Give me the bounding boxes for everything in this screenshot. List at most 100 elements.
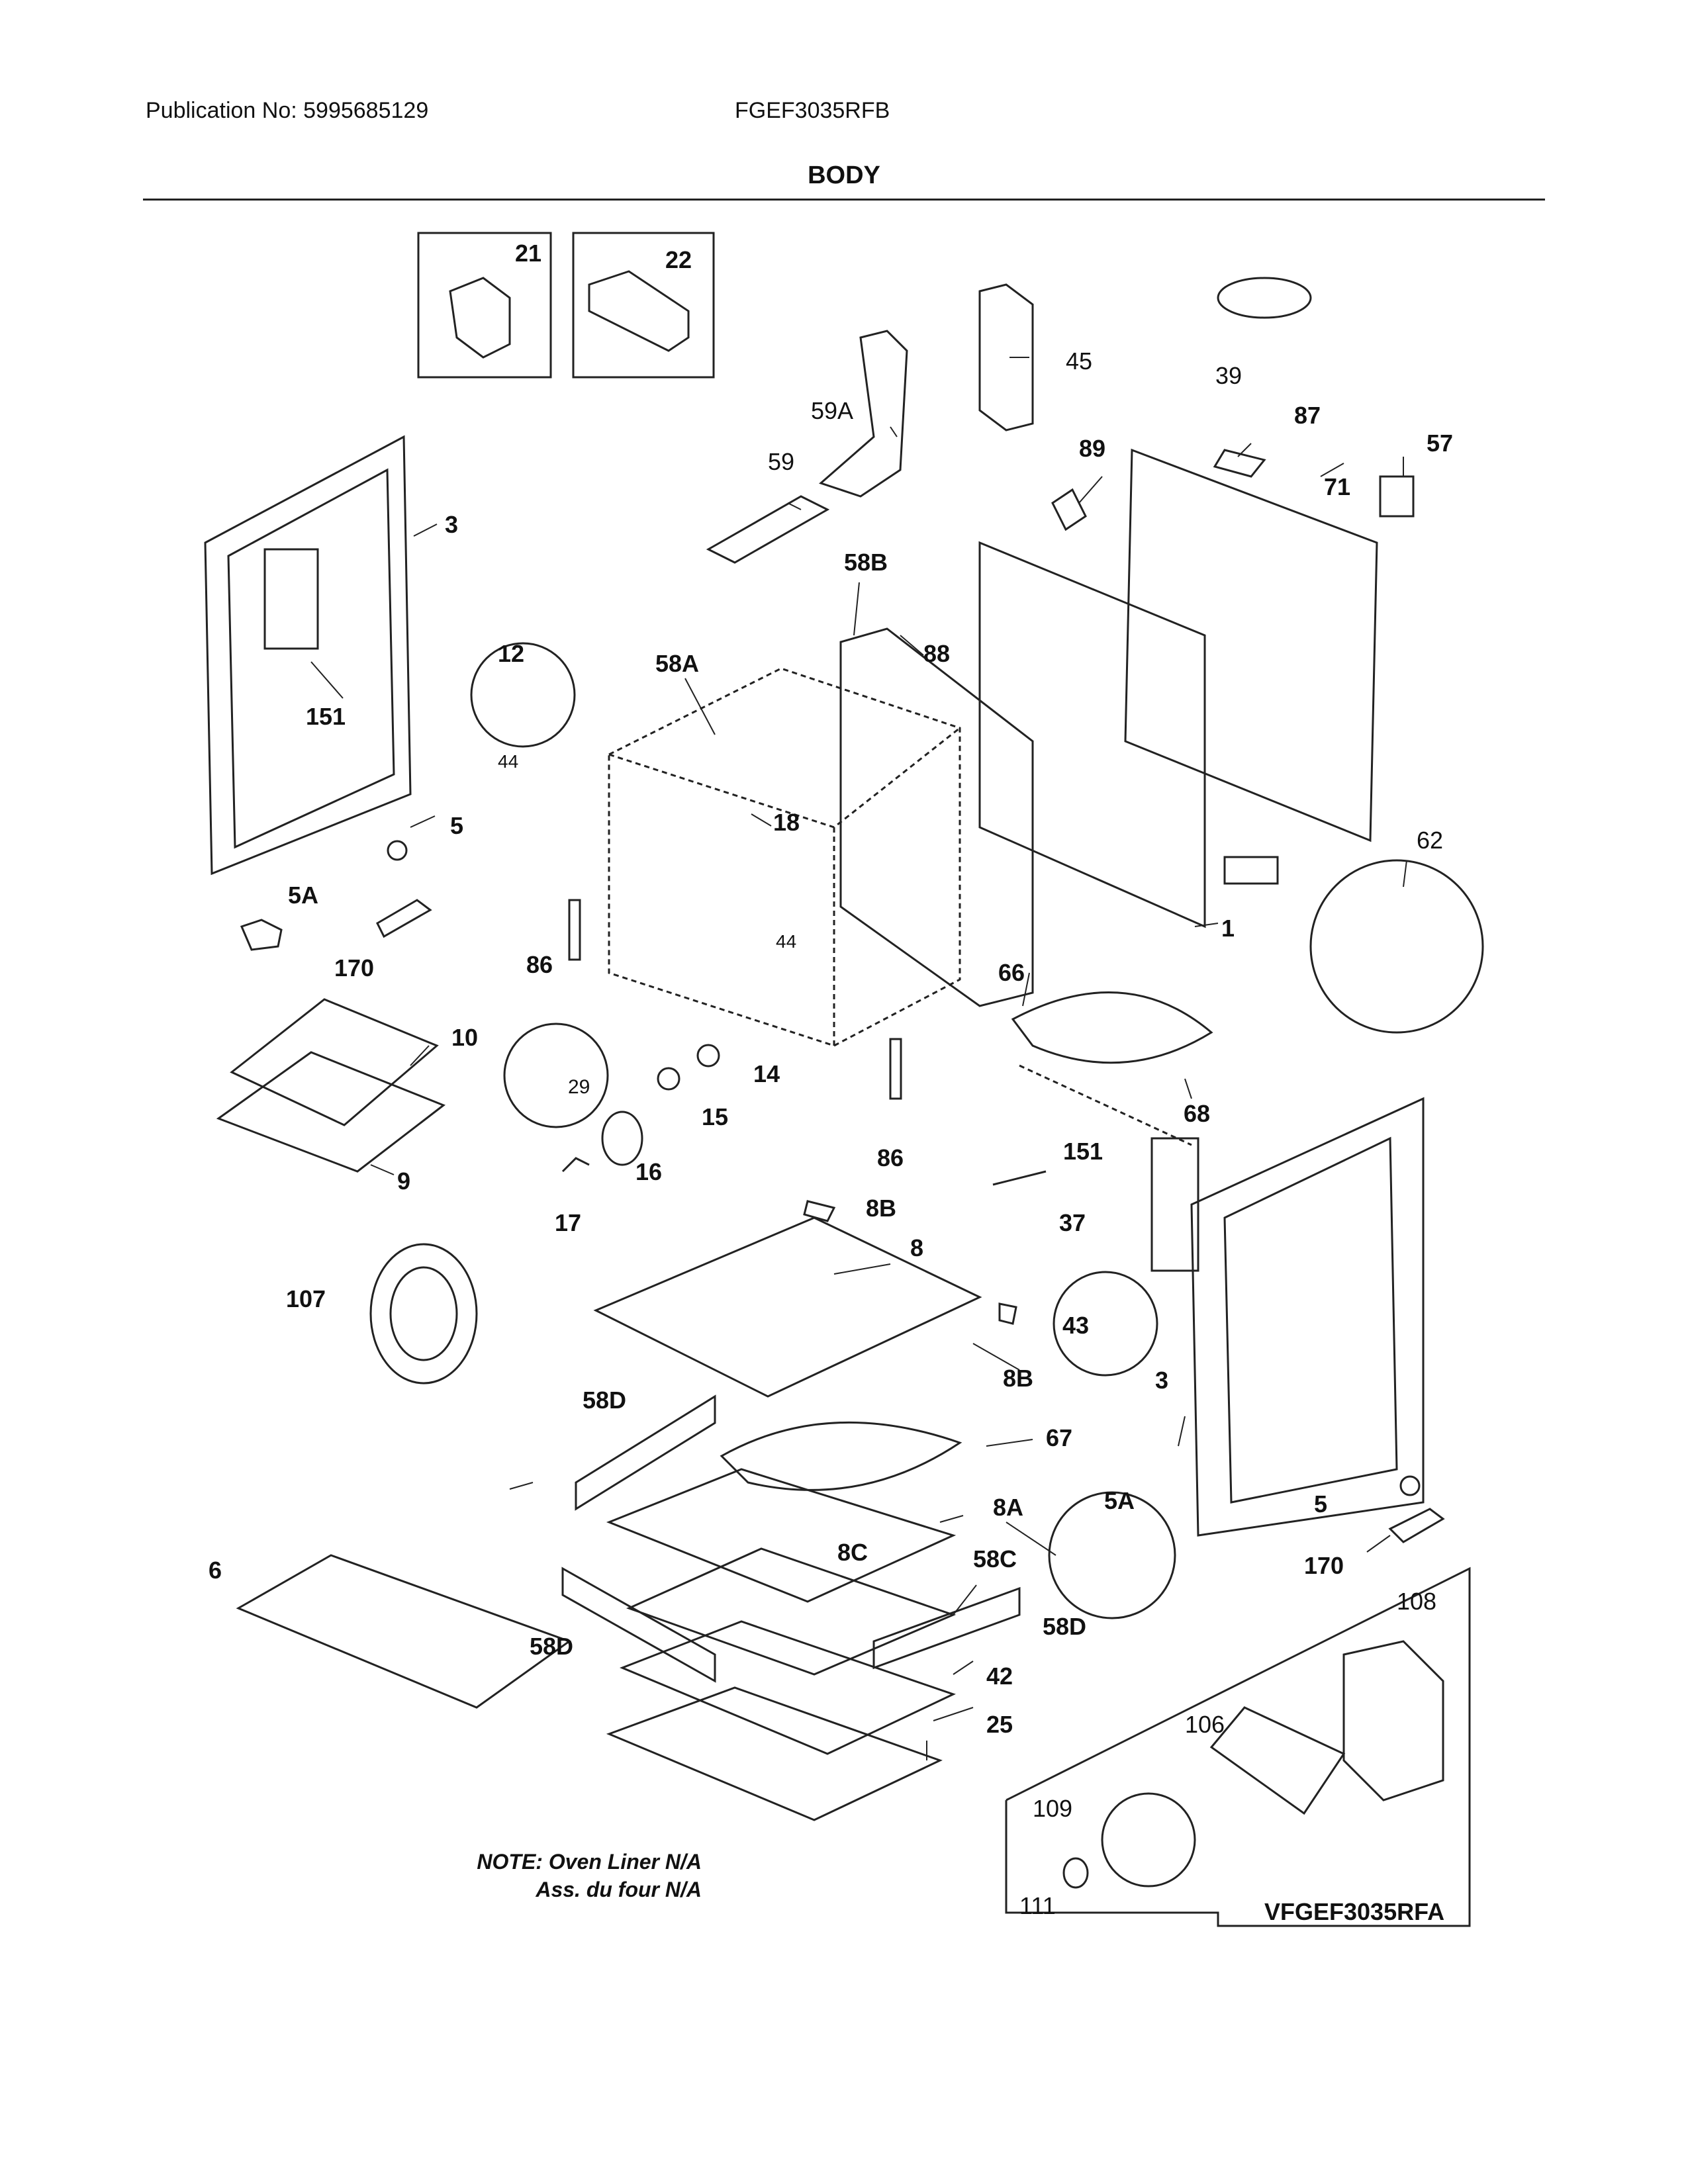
callout-6: 6 bbox=[209, 1557, 222, 1584]
callout-3-right: 3 bbox=[1155, 1367, 1168, 1394]
part-58d-strip-right bbox=[872, 1586, 1021, 1670]
callout-5a-left: 5A bbox=[288, 882, 318, 909]
oven-liner-note: NOTE: Oven Liner N/A Ass. du four N/A bbox=[437, 1848, 702, 1903]
callout-3-left: 3 bbox=[445, 511, 458, 538]
part-5a-left bbox=[240, 919, 283, 951]
callout-58b: 58B bbox=[844, 549, 888, 576]
part-1-back-panel bbox=[978, 541, 1206, 929]
callout-22: 22 bbox=[665, 246, 692, 273]
callout-107: 107 bbox=[286, 1285, 326, 1312]
part-39-power-cord bbox=[1217, 277, 1312, 319]
callout-170-right: 170 bbox=[1304, 1552, 1344, 1579]
callout-58d-right: 58D bbox=[1043, 1613, 1086, 1640]
callout-10: 10 bbox=[451, 1024, 478, 1051]
callout-87: 87 bbox=[1294, 402, 1321, 429]
note-line-2: Ass. du four N/A bbox=[536, 1878, 702, 1901]
callout-58c: 58C bbox=[973, 1545, 1017, 1572]
part-17-clip bbox=[561, 1157, 590, 1173]
part-29-zoom-circle bbox=[503, 1023, 609, 1128]
callout-29: 29 bbox=[568, 1076, 590, 1098]
model-number: FGEF3035RFB bbox=[735, 98, 890, 123]
part-86-bracket-left bbox=[568, 899, 581, 961]
part-59-duct bbox=[706, 495, 830, 564]
callout-62: 62 bbox=[1417, 827, 1443, 854]
callout-14: 14 bbox=[753, 1060, 780, 1087]
part-8b-clip-side bbox=[998, 1302, 1017, 1325]
part-8a-bottom-tray bbox=[606, 1468, 957, 1603]
part-68-wire bbox=[1019, 1064, 1192, 1146]
part-57-vent-cover bbox=[1379, 475, 1415, 518]
part-58d-strip-upper bbox=[575, 1394, 716, 1511]
part-111-nut bbox=[1062, 1857, 1089, 1889]
callout-39: 39 bbox=[1215, 362, 1242, 389]
part-16-lens bbox=[601, 1111, 643, 1166]
callout-8a: 8A bbox=[993, 1494, 1023, 1521]
part-170-left bbox=[376, 899, 432, 938]
inset-box-22 bbox=[572, 232, 715, 379]
header-divider bbox=[143, 199, 1545, 201]
publication-number: Publication No: 5995685129 bbox=[146, 98, 429, 123]
part-108-fan-motor bbox=[1342, 1640, 1444, 1801]
convection-fan-inset-box bbox=[1005, 1567, 1471, 1927]
part-8-drawer-pan bbox=[593, 1216, 982, 1398]
callout-43: 43 bbox=[1062, 1312, 1089, 1339]
part-5a-zoom-circle bbox=[1048, 1491, 1176, 1619]
callout-18: 18 bbox=[773, 809, 800, 836]
callout-44-mid: 44 bbox=[776, 931, 796, 952]
callout-59a: 59A bbox=[811, 397, 853, 424]
callout-89: 89 bbox=[1079, 435, 1105, 462]
part-86-bracket-right bbox=[889, 1038, 902, 1100]
part-62-terminal-block bbox=[1223, 856, 1279, 885]
callout-37: 37 bbox=[1059, 1209, 1086, 1236]
part-5-leveler-right bbox=[1399, 1475, 1421, 1496]
callout-45: 45 bbox=[1066, 347, 1092, 375]
callout-71: 71 bbox=[1324, 473, 1350, 500]
callout-108: 108 bbox=[1397, 1588, 1436, 1615]
inset-box-21 bbox=[417, 232, 552, 379]
part-151-bracket-right bbox=[1150, 1137, 1199, 1272]
part-107-fan-cover bbox=[369, 1243, 478, 1385]
part-45-duct bbox=[978, 283, 1034, 432]
callout-109: 109 bbox=[1033, 1795, 1072, 1822]
part-12-zoom-circle bbox=[470, 642, 576, 748]
part-62-terminal-zoom bbox=[1309, 859, 1484, 1034]
part-87-plate bbox=[1213, 449, 1266, 478]
callout-5-left: 5 bbox=[450, 812, 463, 839]
callout-68: 68 bbox=[1184, 1100, 1210, 1127]
part-25-panel bbox=[606, 1686, 943, 1821]
note-line-1: NOTE: Oven Liner N/A bbox=[477, 1850, 702, 1874]
part-10-broil-grid bbox=[230, 998, 439, 1126]
part-59a-duct bbox=[819, 330, 908, 498]
callout-42: 42 bbox=[986, 1662, 1013, 1690]
page-title: BODY bbox=[808, 161, 880, 189]
callout-5-right: 5 bbox=[1314, 1490, 1327, 1518]
callout-25: 25 bbox=[986, 1711, 1013, 1738]
part-107-fan-grille bbox=[389, 1266, 458, 1361]
part-6-oven-rack bbox=[236, 1554, 572, 1709]
part-15-bulb bbox=[657, 1067, 680, 1091]
callout-44-top: 44 bbox=[498, 751, 518, 772]
part-5-leveler-left bbox=[387, 840, 408, 861]
variant-label: VFGEF3035RFA bbox=[1264, 1898, 1445, 1925]
callout-88: 88 bbox=[923, 640, 950, 667]
part-22-bracket bbox=[588, 270, 690, 352]
part-109-fan-blade bbox=[1101, 1792, 1196, 1888]
callout-67: 67 bbox=[1046, 1424, 1072, 1451]
callout-86-left: 86 bbox=[526, 951, 553, 978]
callout-58d-upper: 58D bbox=[583, 1387, 626, 1414]
part-89-bracket bbox=[1051, 488, 1087, 531]
callout-8c: 8C bbox=[837, 1539, 868, 1566]
part-71-rear-cover bbox=[1124, 448, 1378, 842]
part-67-bake-element bbox=[720, 1421, 962, 1491]
callout-16: 16 bbox=[635, 1158, 662, 1185]
part-58d-strip-left bbox=[561, 1567, 716, 1683]
part-21-bracket bbox=[449, 277, 511, 359]
callout-15: 15 bbox=[702, 1103, 728, 1130]
part-66-broil-element bbox=[1011, 991, 1213, 1064]
part-9-broil-pan bbox=[216, 1051, 446, 1173]
callout-59: 59 bbox=[768, 448, 794, 475]
callout-58d-left: 58D bbox=[530, 1633, 573, 1660]
part-37-wire bbox=[992, 1170, 1047, 1186]
callout-58a: 58A bbox=[655, 650, 699, 677]
callout-8b-top: 8B bbox=[866, 1195, 896, 1222]
